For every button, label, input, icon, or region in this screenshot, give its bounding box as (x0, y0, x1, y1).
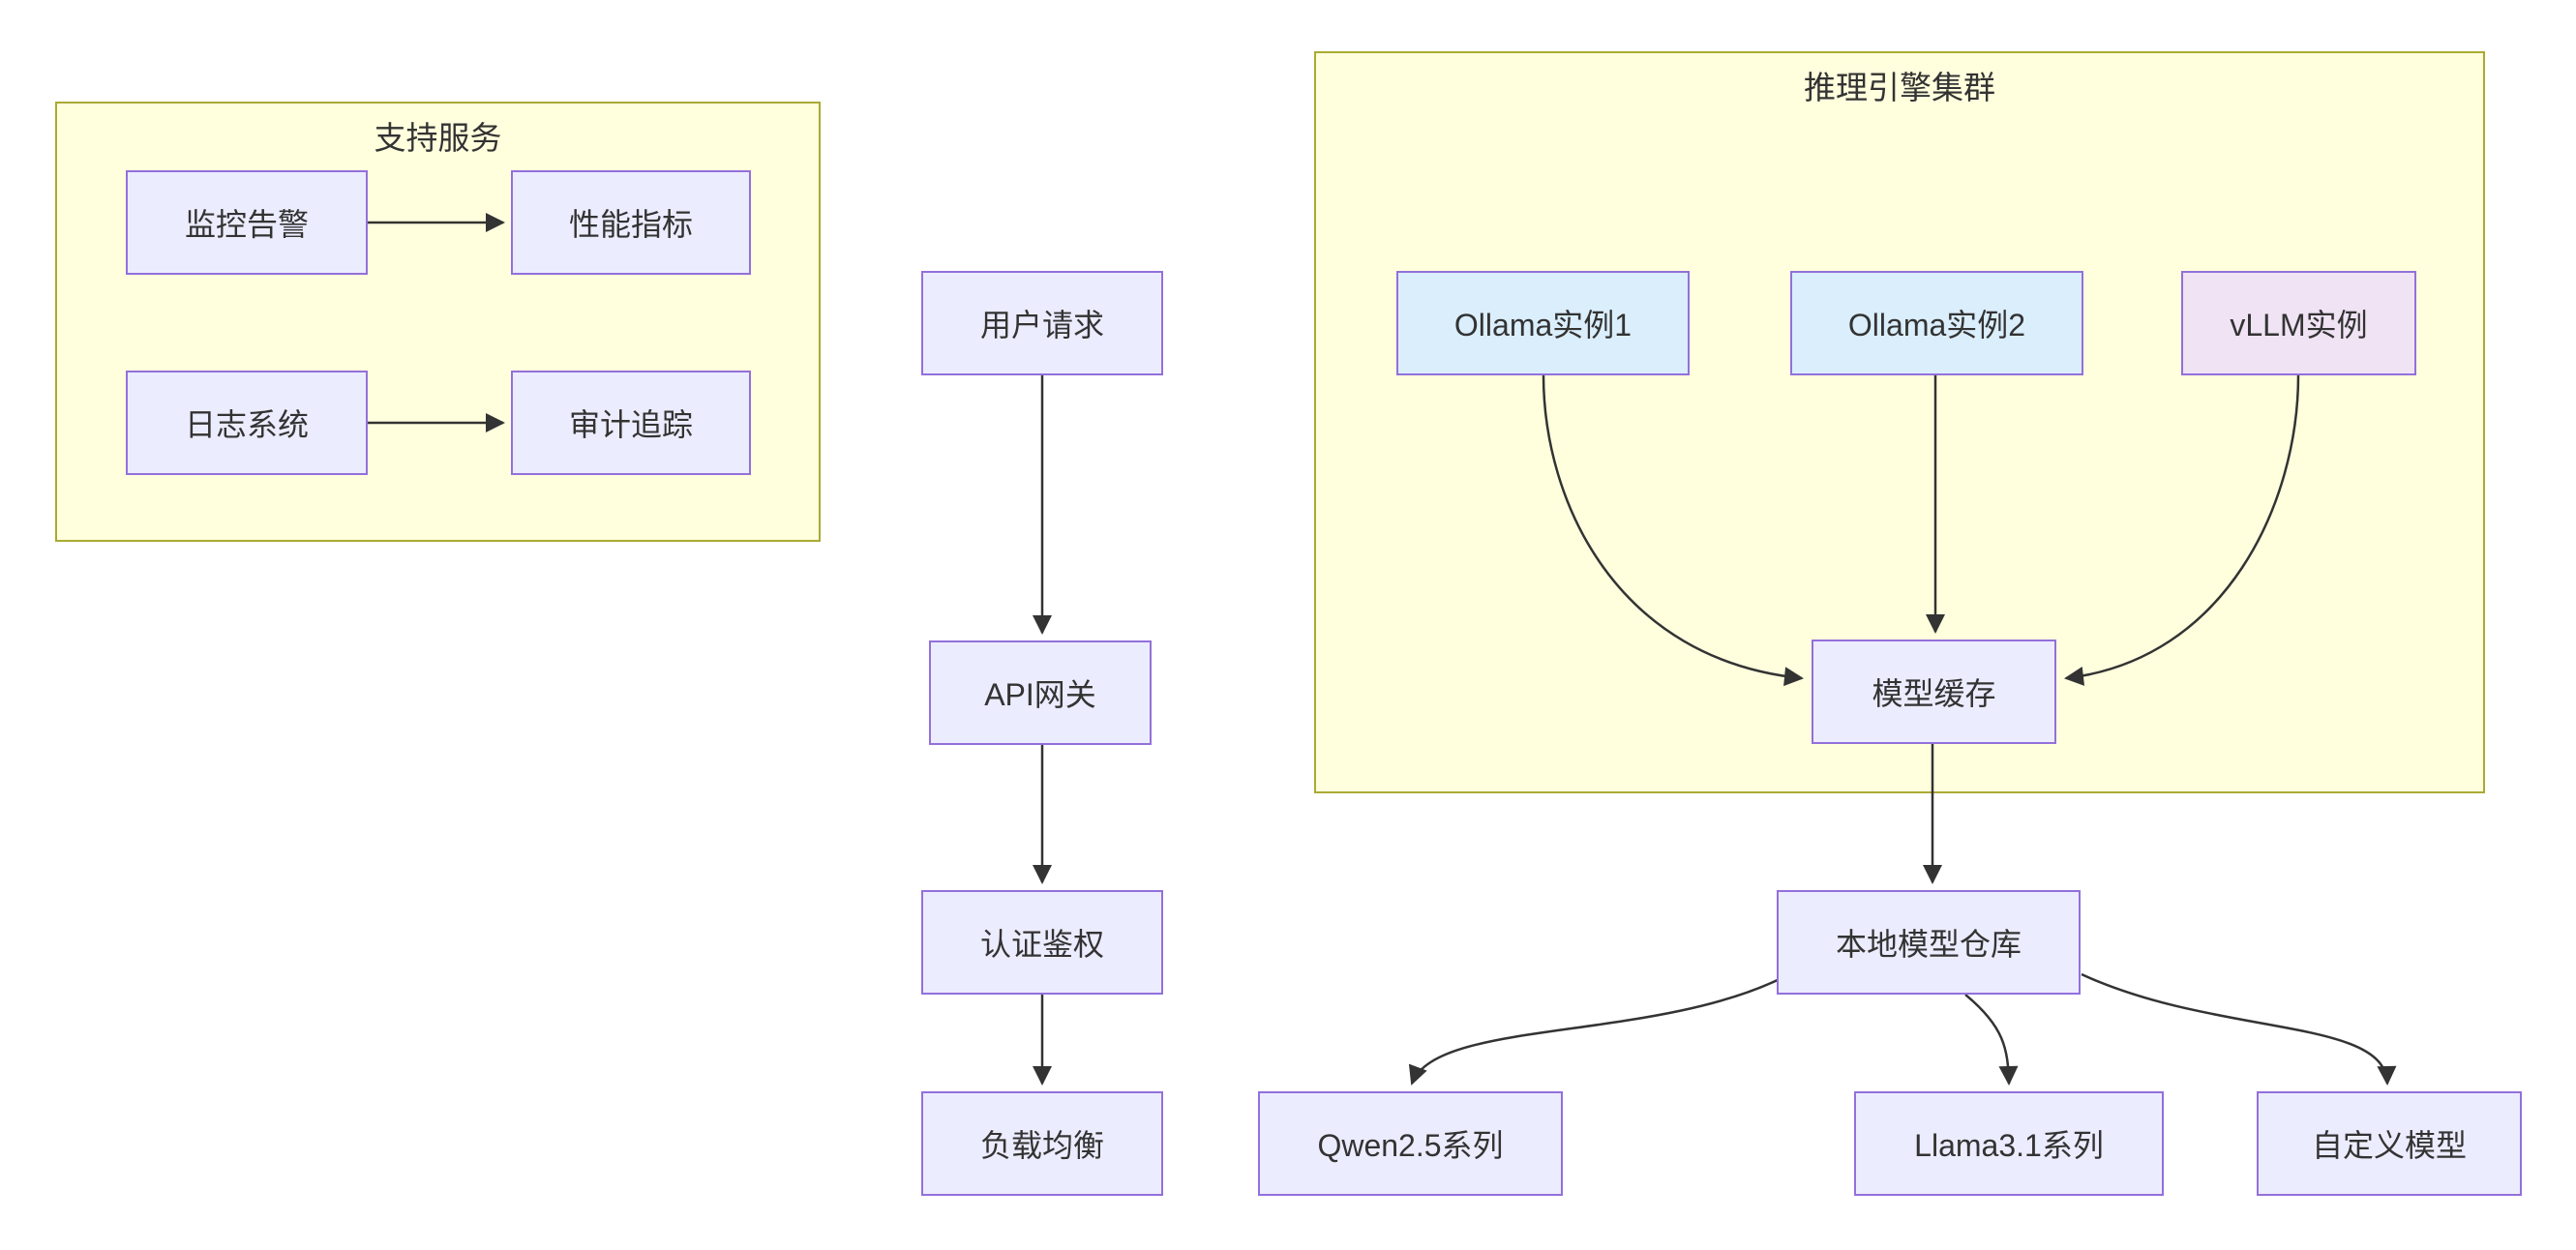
node-ollama1: Ollama实例1 (1396, 271, 1690, 375)
cluster-label-engines: 推理引擎集群 (1804, 70, 1995, 105)
node-label-repo: 本地模型仓库 (1835, 927, 2022, 962)
node-label-ollama1: Ollama实例1 (1453, 308, 1632, 342)
node-label-qwen: Qwen2.5系列 (1317, 1128, 1504, 1163)
node-metrics: 性能指标 (511, 170, 751, 275)
node-label-gateway: API网关 (984, 677, 1096, 712)
node-auth: 认证鉴权 (921, 890, 1163, 995)
node-ollama2: Ollama实例2 (1790, 271, 2083, 375)
node-label-logs: 日志系统 (184, 407, 309, 442)
node-label-user: 用户请求 (979, 308, 1104, 342)
node-label-ollama2: Ollama实例2 (1847, 308, 2026, 342)
node-label-monitor: 监控告警 (184, 207, 309, 242)
node-custom: 自定义模型 (2257, 1091, 2522, 1196)
node-label-auth: 认证鉴权 (979, 927, 1104, 962)
edge-repo-qwen (1408, 976, 1782, 1086)
edge-repo-llama (1964, 994, 2019, 1086)
node-repo: 本地模型仓库 (1777, 890, 2081, 995)
node-monitor: 监控告警 (126, 170, 368, 275)
node-label-audit: 审计追踪 (568, 407, 693, 442)
node-llama: Llama3.1系列 (1854, 1091, 2164, 1196)
node-label-metrics: 性能指标 (568, 207, 693, 242)
node-label-cache: 模型缓存 (1872, 676, 1996, 711)
node-cache: 模型缓存 (1812, 640, 2056, 744)
edge-ollama1-cache (1542, 374, 1804, 687)
node-label-vllm: vLLM实例 (2230, 308, 2368, 342)
node-user: 用户请求 (921, 271, 1163, 375)
node-label-custom: 自定义模型 (2311, 1128, 2467, 1163)
cluster-label-support: 支持服务 (374, 120, 502, 156)
node-label-balance: 负载均衡 (979, 1128, 1104, 1163)
node-gateway: API网关 (929, 640, 1152, 745)
node-label-llama: Llama3.1系列 (1914, 1128, 2104, 1163)
node-vllm: vLLM实例 (2181, 271, 2416, 375)
node-audit: 审计追踪 (511, 371, 751, 475)
edge-repo-custom (2081, 972, 2397, 1086)
node-qwen: Qwen2.5系列 (1258, 1091, 1563, 1196)
node-logs: 日志系统 (126, 371, 368, 475)
edge-vllm-cache (2064, 374, 2300, 686)
node-balance: 负载均衡 (921, 1091, 1163, 1196)
